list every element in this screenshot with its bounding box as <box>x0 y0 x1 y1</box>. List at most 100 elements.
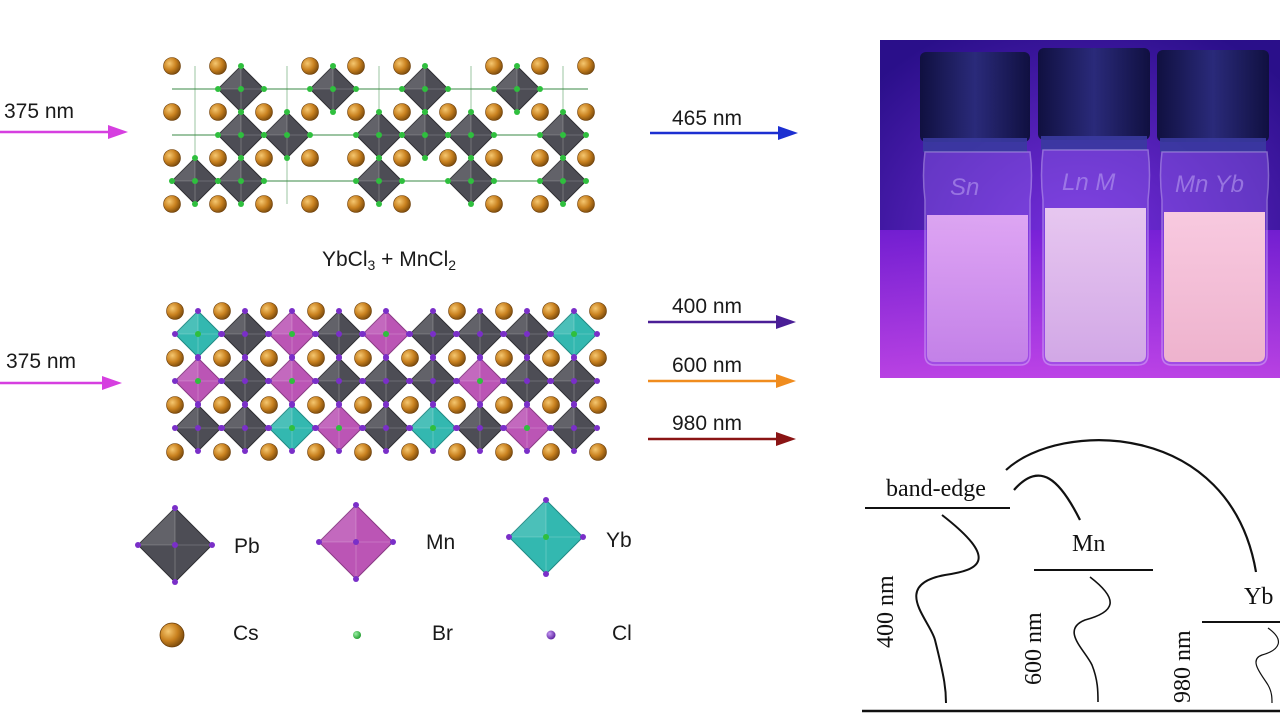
cs-atom <box>301 195 319 213</box>
octahedron-facet <box>175 358 198 381</box>
octahedron-center-atom <box>289 331 295 337</box>
octahedron-center-atom <box>560 178 566 184</box>
legend-yb-octahedron <box>506 497 586 577</box>
octahedron-facet <box>509 500 546 537</box>
halide-atom <box>560 155 566 161</box>
cs-atom <box>209 57 227 75</box>
halide-atom <box>376 201 382 207</box>
octahedron-facet <box>269 405 292 428</box>
cs-atom <box>577 149 595 167</box>
excitation-label-bottom: 375 nm <box>6 350 76 373</box>
cs-atom <box>354 349 372 367</box>
cs-atom <box>577 103 595 121</box>
legend-cl-atom <box>546 630 556 640</box>
octahedron-facet <box>457 405 480 428</box>
octahedron-center-atom <box>172 542 178 548</box>
octahedron-facet <box>402 66 425 89</box>
halide-atom <box>524 308 530 314</box>
octahedron-facet <box>218 158 241 181</box>
cs-atom <box>393 195 411 213</box>
octahedron-facet <box>410 311 433 334</box>
cs-atom <box>166 349 184 367</box>
halide-atom <box>353 132 359 138</box>
cs-atom <box>163 149 181 167</box>
halide-atom <box>468 201 474 207</box>
cs-atom <box>448 396 466 414</box>
octahedron-center-atom <box>430 331 436 337</box>
cs-atom <box>213 443 231 461</box>
cs-atom <box>307 349 325 367</box>
legend-label-cl: Cl <box>612 622 632 645</box>
octahedron-center-atom <box>336 378 342 384</box>
halide-atom <box>353 86 359 92</box>
halide-atom <box>543 571 549 577</box>
halide-atom <box>524 355 530 361</box>
halide-atom <box>195 448 201 454</box>
halide-atom <box>491 178 497 184</box>
cs-atom <box>301 103 319 121</box>
cs-atom <box>495 349 513 367</box>
cs-atom <box>577 195 595 213</box>
halide-atom <box>477 448 483 454</box>
halide-atom <box>336 448 342 454</box>
halide-atom <box>336 308 342 314</box>
halide-atom <box>313 331 319 337</box>
cs-atom <box>213 349 231 367</box>
legend-cs-atom <box>159 622 185 648</box>
halide-atom <box>383 448 389 454</box>
octahedron-center-atom <box>242 378 248 384</box>
halide-atom <box>430 402 436 408</box>
legend: Pb Mn Yb Cs Br Cl <box>135 497 632 648</box>
halide-atom <box>445 132 451 138</box>
octahedron-facet <box>410 405 433 428</box>
halide-atom <box>407 378 413 384</box>
octahedron-center-atom <box>524 378 530 384</box>
octahedron-center-atom <box>383 378 389 384</box>
legend-br-atom <box>353 631 361 639</box>
octahedron-facet <box>218 112 241 135</box>
octahedron-facet <box>448 112 471 135</box>
cs-atom <box>393 57 411 75</box>
cs-atom <box>401 443 419 461</box>
cs-atom <box>531 195 549 213</box>
halide-atom <box>261 86 267 92</box>
halide-atom <box>219 331 225 337</box>
halide-atom <box>594 378 600 384</box>
cs-atom <box>448 443 466 461</box>
cs-atom <box>401 396 419 414</box>
halide-atom <box>548 425 554 431</box>
cs-atom <box>577 57 595 75</box>
octahedron-center-atom <box>430 425 436 431</box>
octahedron-facet <box>222 358 245 381</box>
halide-atom <box>491 132 497 138</box>
halide-atom <box>172 425 178 431</box>
halide-atom <box>501 378 507 384</box>
cs-atom <box>301 149 319 167</box>
halide-atom <box>422 109 428 115</box>
band-edge-label: band-edge <box>886 476 986 502</box>
octahedron-center-atom <box>289 378 295 384</box>
cs-atom <box>589 443 607 461</box>
octahedron-center-atom <box>376 132 382 138</box>
octahedron-center-atom <box>195 378 201 384</box>
halide-atom <box>594 425 600 431</box>
cs-atom <box>542 302 560 320</box>
halide-atom <box>242 355 248 361</box>
halide-atom <box>383 355 389 361</box>
halide-atom <box>514 109 520 115</box>
halide-atom <box>238 63 244 69</box>
cs-atom <box>485 57 503 75</box>
octahedron-center-atom <box>336 425 342 431</box>
halide-atom <box>501 331 507 337</box>
octahedron-facet <box>264 112 287 135</box>
cs-atom <box>347 149 365 167</box>
cs-atom <box>209 195 227 213</box>
halide-atom <box>353 502 359 508</box>
cs-atom <box>347 103 365 121</box>
octahedron-facet <box>356 112 379 135</box>
halide-atom <box>289 448 295 454</box>
halide-atom <box>430 448 436 454</box>
top-crystal-structure <box>163 57 595 213</box>
octahedron-facet <box>494 66 517 89</box>
